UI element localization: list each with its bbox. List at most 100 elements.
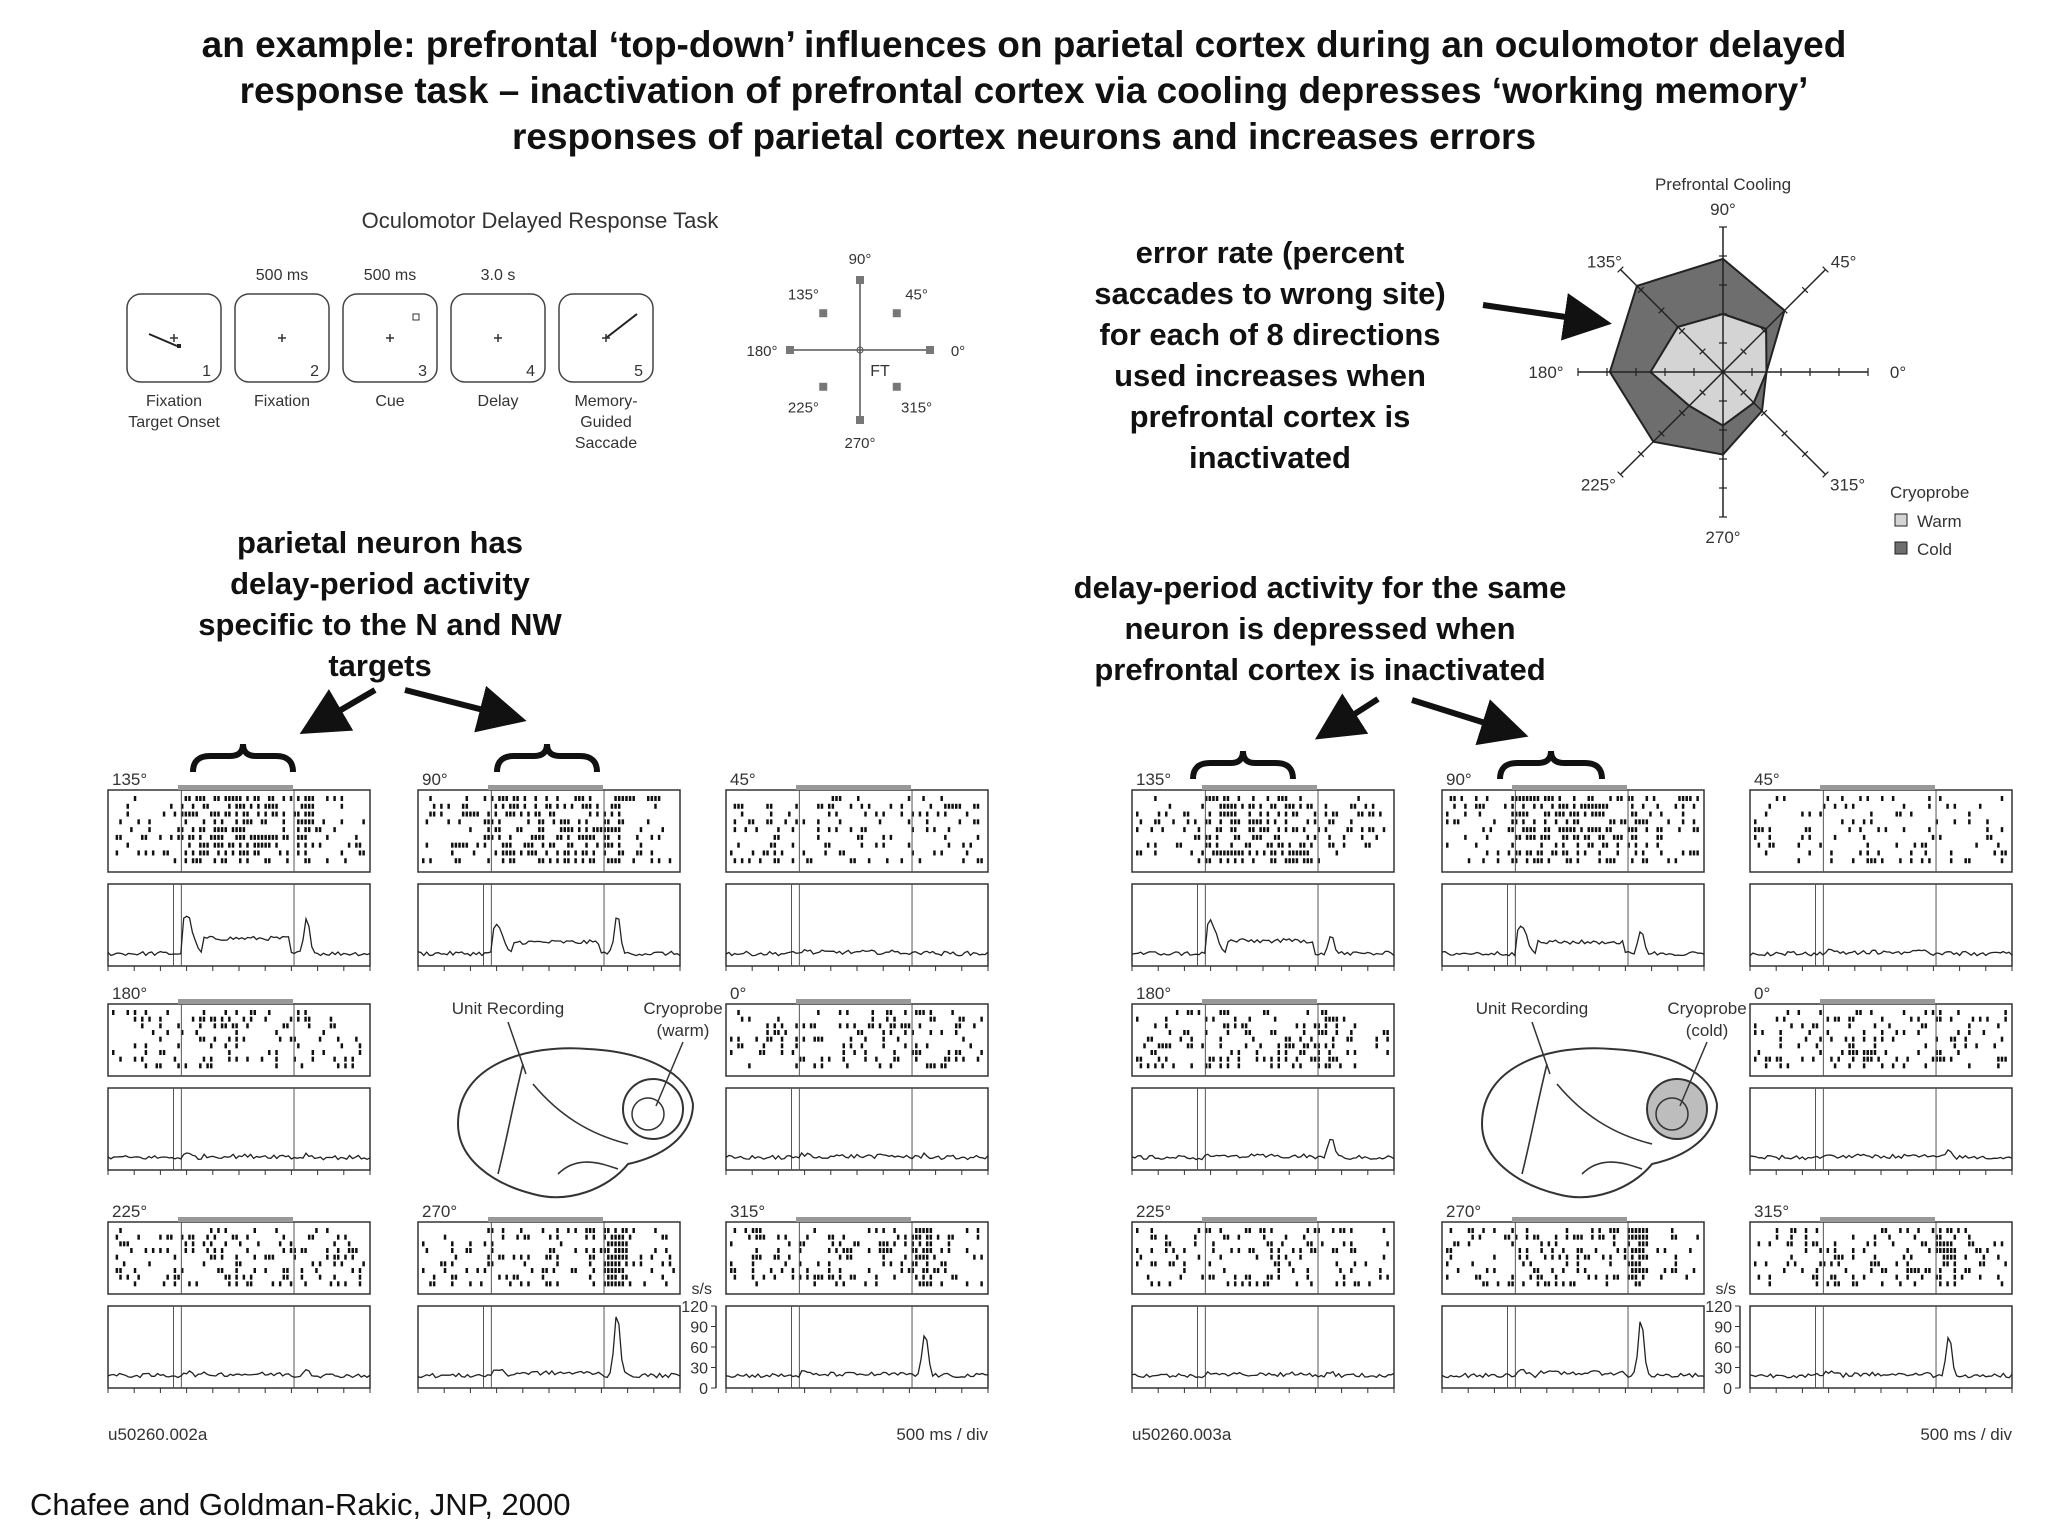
spike <box>1565 850 1569 856</box>
spike <box>1569 858 1572 864</box>
spike <box>936 1234 940 1240</box>
spike <box>1230 811 1233 817</box>
spike <box>1884 1050 1888 1055</box>
spike <box>1464 803 1467 809</box>
spike <box>1154 796 1157 801</box>
spike <box>1273 1016 1277 1022</box>
spike <box>170 834 173 840</box>
spike <box>1573 827 1576 833</box>
spike <box>307 819 311 825</box>
spike <box>1339 1228 1342 1233</box>
spike <box>235 1234 238 1240</box>
spike <box>1139 819 1143 825</box>
spike <box>1453 796 1456 801</box>
spike <box>188 811 191 817</box>
spike <box>1511 827 1514 833</box>
spike <box>958 1023 962 1029</box>
spike <box>556 803 559 809</box>
spike <box>1837 1281 1840 1287</box>
spike <box>853 858 856 864</box>
spike <box>969 1043 972 1049</box>
spike <box>344 1281 347 1287</box>
spike <box>639 1261 643 1267</box>
spike <box>1350 819 1353 825</box>
spike <box>268 1010 271 1015</box>
spike <box>1891 1241 1895 1247</box>
spike <box>202 1261 206 1267</box>
spike <box>1353 1023 1357 1029</box>
spike <box>358 1281 362 1287</box>
spike <box>1190 1036 1193 1042</box>
spike <box>1263 1281 1266 1287</box>
spike <box>1819 811 1822 817</box>
spike <box>1551 803 1554 809</box>
psth-trace <box>1749 948 2013 957</box>
spike <box>878 1241 882 1247</box>
spike <box>1146 1063 1150 1069</box>
spike <box>654 796 657 801</box>
radar-tick <box>1822 471 1829 478</box>
spike <box>1157 1281 1161 1287</box>
spike <box>755 1228 758 1233</box>
spike <box>1634 1261 1638 1267</box>
spike <box>1768 1274 1772 1280</box>
spike <box>907 1023 911 1029</box>
spike <box>144 834 148 840</box>
spike <box>516 1274 519 1280</box>
spike <box>289 1016 293 1022</box>
spike <box>246 811 249 817</box>
spike <box>915 1248 918 1253</box>
spike <box>126 842 130 848</box>
spike <box>1277 1050 1281 1055</box>
spike <box>925 1261 929 1267</box>
spike <box>1310 858 1313 864</box>
spike <box>976 819 980 825</box>
spike <box>875 1056 878 1062</box>
spike <box>875 811 878 817</box>
spike <box>483 834 487 840</box>
spike <box>1540 834 1543 840</box>
spike <box>1226 1056 1230 1062</box>
spike <box>1493 819 1496 825</box>
direction-label: 45° <box>730 770 756 789</box>
spike <box>235 1056 238 1062</box>
spike <box>581 858 585 864</box>
spike <box>527 1254 530 1260</box>
spike <box>1638 1261 1641 1267</box>
spike <box>1529 834 1532 840</box>
spike <box>625 1254 628 1260</box>
spike <box>545 1268 548 1273</box>
spike <box>465 1248 469 1253</box>
spike <box>1573 803 1576 809</box>
spike <box>1558 803 1561 809</box>
spike <box>1953 1274 1957 1280</box>
spike <box>1313 834 1317 840</box>
spike <box>610 803 614 809</box>
spike <box>1928 1268 1931 1273</box>
spike <box>740 803 744 809</box>
spike <box>1168 1043 1172 1049</box>
spike <box>1634 1228 1638 1233</box>
spike <box>268 803 271 809</box>
panel-number: 3 <box>418 363 427 380</box>
spike <box>1204 842 1208 848</box>
spike <box>166 1234 169 1240</box>
spike <box>191 803 195 809</box>
spike <box>1536 1268 1540 1273</box>
spike <box>1692 803 1696 809</box>
spike <box>220 842 224 848</box>
spike <box>148 1261 151 1267</box>
spike <box>209 1056 213 1062</box>
spike <box>224 1274 227 1280</box>
spike <box>1848 1050 1851 1055</box>
spike <box>483 819 487 825</box>
spike <box>1299 850 1302 856</box>
y-unit-label: s/s <box>692 1281 712 1298</box>
spike <box>275 834 278 840</box>
y-tick-label: 0 <box>699 1381 708 1398</box>
spike <box>326 796 329 801</box>
spike <box>2000 1241 2004 1247</box>
spike <box>777 858 780 864</box>
spike <box>1801 834 1804 840</box>
spike <box>1971 1016 1975 1022</box>
